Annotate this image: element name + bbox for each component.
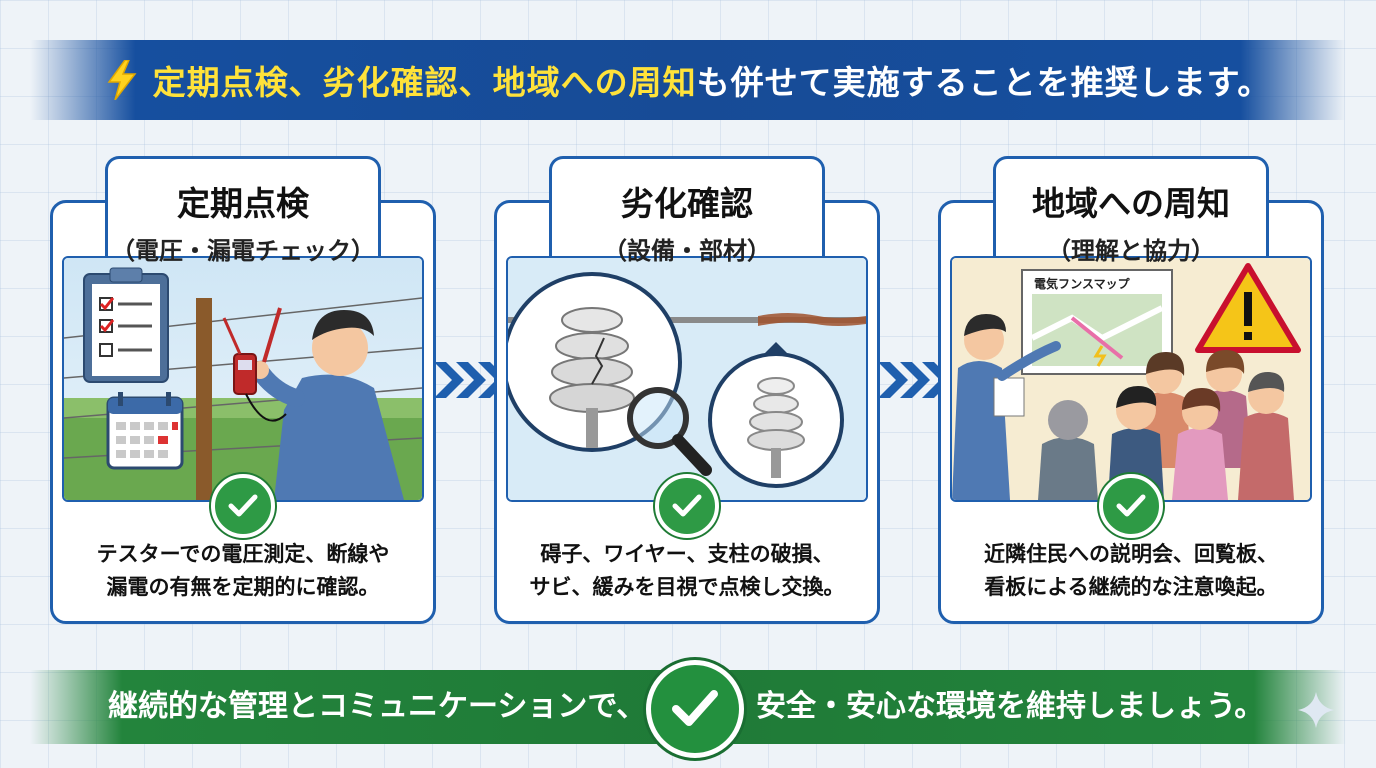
presenter-icon bbox=[952, 314, 1061, 500]
card-subtitle: （設備・部材） bbox=[603, 237, 771, 265]
illustration-meeting: 電気フンスマップ bbox=[950, 256, 1312, 502]
card-title: 地域への周知 bbox=[1032, 184, 1230, 223]
card-description: 近隣住民への説明会、回覧板、 看板による継続的な注意喚起。 bbox=[948, 538, 1314, 603]
card-title: 定期点検 bbox=[177, 184, 309, 223]
footer-banner: 継続的な管理とコミュニケーションで、 安全・安心な環境を維持しましょう。 bbox=[30, 660, 1346, 758]
card-subtitle: （理解と協力） bbox=[1047, 237, 1215, 265]
card-desc-line: 看板による継続的な注意喚起。 bbox=[984, 574, 1278, 599]
card-desc-line: 漏電の有無を定期的に確認。 bbox=[106, 574, 380, 599]
rust-icon bbox=[758, 313, 866, 326]
audience-icon bbox=[1038, 350, 1294, 500]
card-regular-inspection: 定期点検 （電圧・漏電チェック） bbox=[50, 156, 436, 624]
card-tab: 劣化確認 （設備・部材） bbox=[549, 156, 825, 265]
card-description: 碍子、ワイヤー、支柱の破損、 サビ、緩みを目視で点検し交換。 bbox=[504, 538, 870, 603]
card-desc-line: テスターでの電圧測定、断線や bbox=[96, 542, 390, 566]
card-tab: 地域への周知 （理解と協力） bbox=[993, 156, 1269, 265]
card-title: 劣化確認 bbox=[621, 184, 753, 223]
lightning-icon bbox=[107, 60, 137, 100]
banner-highlight: 定期点検、劣化確認、地域への周知 bbox=[152, 63, 697, 102]
warning-icon bbox=[1195, 263, 1301, 353]
card-community-notice: 地域への周知 （理解と協力） 電気フンスマップ bbox=[938, 156, 1324, 624]
card-tab: 定期点検 （電圧・漏電チェック） bbox=[105, 156, 381, 265]
check-icon bbox=[646, 660, 744, 758]
card-desc-line: サビ、緩みを目視で点検し交換。 bbox=[529, 574, 845, 599]
worker-icon bbox=[222, 307, 404, 500]
card-desc-line: 近隣住民への説明会、回覧板、 bbox=[984, 542, 1278, 566]
card-description: テスターでの電圧測定、断線や 漏電の有無を定期的に確認。 bbox=[60, 538, 426, 603]
banner-rest: も併せて実施することを推奨します。 bbox=[696, 63, 1272, 102]
map-label: 電気フンスマップ bbox=[1034, 276, 1131, 291]
magnifier-icon bbox=[627, 387, 712, 476]
illustration-insulator bbox=[506, 256, 868, 502]
clipboard-icon bbox=[83, 267, 169, 383]
top-banner: 定期点検、劣化確認、地域への周知も併せて実施することを推奨します。 bbox=[30, 40, 1346, 120]
check-icon bbox=[655, 474, 719, 538]
card-desc-line: 碍子、ワイヤー、支柱の破損、 bbox=[540, 542, 834, 566]
check-icon bbox=[1099, 474, 1163, 538]
new-insulator-icon bbox=[708, 342, 844, 488]
card-deterioration-check: 劣化確認 （設備・部材） bbox=[494, 156, 880, 624]
card-subtitle: （電圧・漏電チェック） bbox=[111, 237, 375, 265]
calendar-icon bbox=[106, 392, 184, 470]
footer-left-text: 継続的な管理とコミュニケーションで、 bbox=[108, 689, 647, 724]
footer-right-text: 安全・安心な環境を維持しましょう。 bbox=[756, 689, 1265, 724]
illustration-tester bbox=[62, 256, 424, 502]
check-icon bbox=[211, 474, 275, 538]
banner-text: 定期点検、劣化確認、地域への周知も併せて実施することを推奨します。 bbox=[153, 56, 1272, 104]
map-board-icon bbox=[1021, 269, 1173, 375]
fence-post-icon bbox=[196, 298, 212, 500]
sparkle-icon bbox=[1298, 692, 1334, 728]
